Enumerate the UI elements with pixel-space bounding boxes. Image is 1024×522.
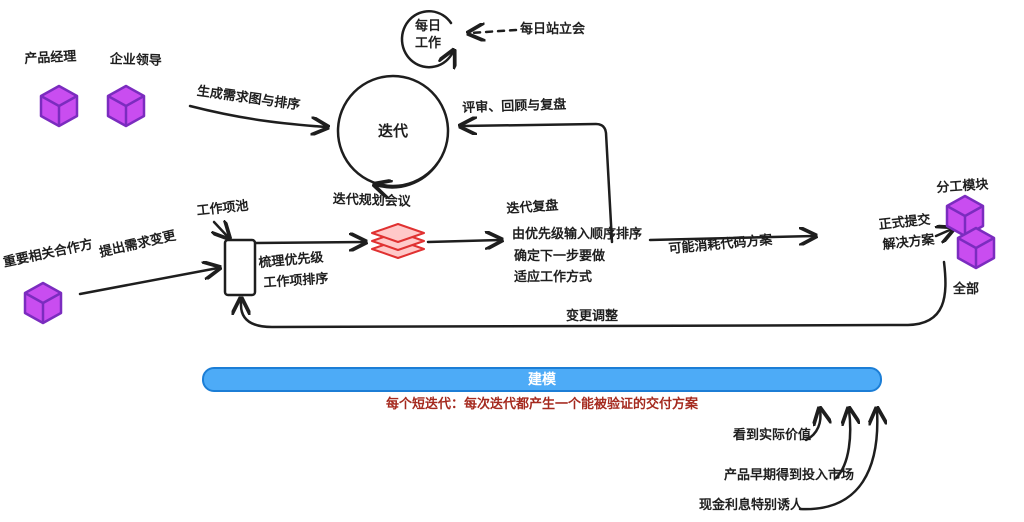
- increment-bar: [202, 367, 882, 392]
- label-note: 每个短迭代：每次迭代都产生一个能被验证的交付方案: [385, 397, 698, 412]
- benefit1-arrow: [804, 410, 820, 442]
- label-benefit2: 产品早期得到投入市场: [724, 468, 855, 483]
- pool-pointer-arrow: [214, 222, 228, 237]
- work-item-card-icon: [223, 238, 257, 297]
- label-flow-line3: 适应工作方式: [514, 270, 593, 285]
- label-daily-work-line1: 每日: [414, 19, 441, 34]
- label-review: 评审、回顾与复盘: [462, 97, 567, 116]
- label-all: 全部: [953, 282, 980, 297]
- label-daily-standup: 每日站立会: [520, 22, 586, 37]
- stack-to-flow-arrow: [426, 240, 500, 242]
- cube-icon: [106, 84, 146, 128]
- label-flow-line2: 确定下一步要做: [514, 249, 606, 264]
- flow-to-submit-arrow: [648, 236, 814, 240]
- label-benefit3: 现金利息特别诱人: [699, 498, 804, 513]
- label-increment-bar: 建模: [528, 372, 556, 388]
- label-retro: 迭代复盘: [506, 198, 559, 217]
- layers-icon: [371, 223, 425, 259]
- label-role1: 产品经理: [24, 49, 77, 67]
- label-daily-work: 每日 工作: [402, 19, 454, 53]
- benefit3-arrow: [798, 410, 877, 511]
- benefit2-arrow: [834, 410, 850, 480]
- cube-icon: [39, 84, 79, 128]
- iteration-loop-arrow: [376, 162, 439, 187]
- review-arrow: [462, 124, 614, 244]
- change-return-arrow: [241, 260, 947, 329]
- label-benefit1: 看到实际价值: [733, 428, 812, 443]
- label-iteration: 迭代: [377, 122, 408, 140]
- label-role2: 企业领导: [109, 52, 162, 69]
- label-daily-work-line2: 工作: [414, 35, 441, 51]
- label-change-request: 变更调整: [566, 309, 619, 324]
- requirements-arrow: [188, 104, 326, 127]
- label-modules: 分工模块: [936, 177, 989, 196]
- submit-to-cube-arrow: [936, 229, 952, 236]
- daily-loop-arrow: [400, 9, 453, 67]
- cube-icon: [956, 226, 996, 270]
- daily-standup-arrow: [470, 30, 518, 33]
- card-to-stack-arrow: [254, 242, 364, 243]
- propose-change-arrow: [78, 268, 218, 296]
- label-planning: 迭代规划会议: [332, 192, 411, 210]
- label-flow-line1: 由优先级输入顺序排序: [512, 227, 643, 242]
- cube-icon: [23, 281, 63, 325]
